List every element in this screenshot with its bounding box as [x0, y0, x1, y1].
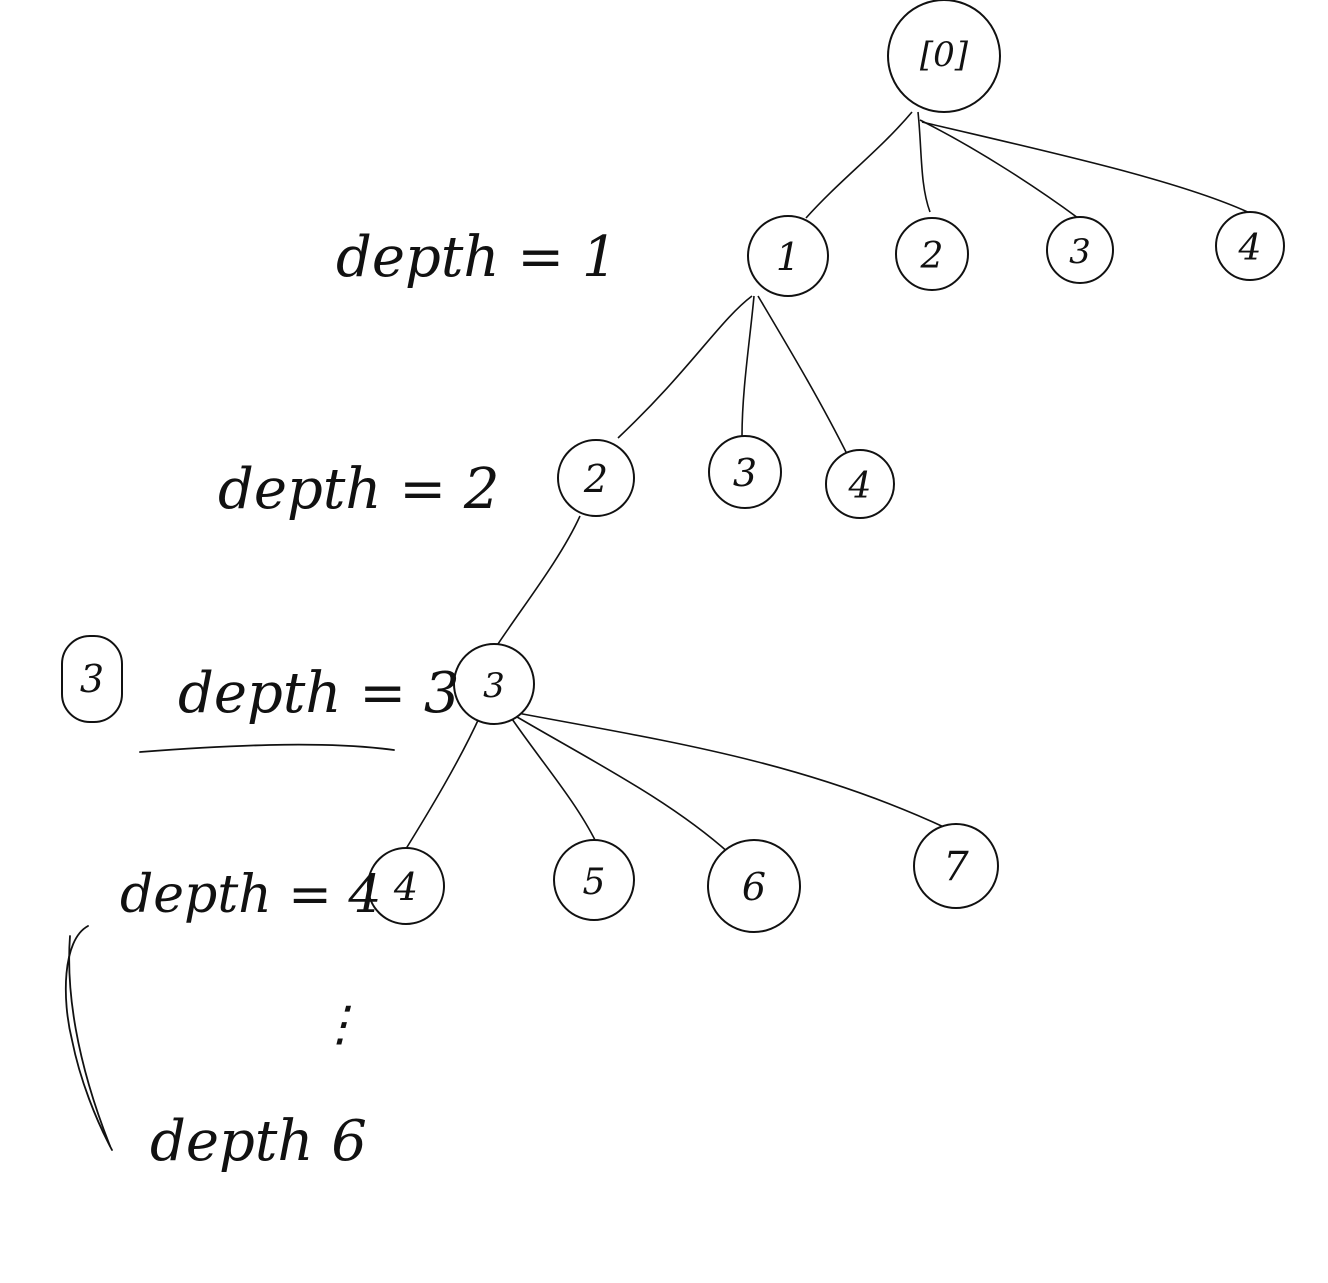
node-l4-5: 5: [553, 839, 635, 921]
side-marker: 3: [61, 635, 123, 723]
node-l2-4: 4: [825, 449, 895, 519]
node-l4-4: 4: [367, 847, 445, 925]
node-l4-4-label: 4: [393, 865, 418, 909]
edge-1-to-4: [757, 295, 849, 457]
node-l2-2: 2: [557, 439, 635, 517]
edge-3-to-5: [509, 715, 597, 843]
depth3-underline: [139, 743, 395, 753]
node-root-label: [0]: [920, 35, 969, 75]
node-l4-6: 6: [707, 839, 801, 933]
vertical-ellipsis: ⋮: [316, 996, 364, 1052]
edge-root-to-2: [917, 111, 931, 213]
node-l1-3: 3: [1046, 216, 1114, 284]
edge-3-to-7: [511, 711, 947, 829]
edge-root-to-4: [921, 121, 1253, 215]
edge-1-to-3: [741, 295, 755, 437]
edge-1-to-2: [617, 295, 753, 439]
node-l2-2-label: 2: [583, 457, 608, 501]
edge-3-to-4: [403, 715, 481, 853]
node-l4-7-label: 7: [943, 844, 969, 890]
edge-2-to-3: [493, 515, 581, 651]
depth-label-6: depth 6: [150, 1109, 367, 1174]
depth-label-2: depth = 2: [218, 457, 500, 522]
node-l1-2: 2: [895, 217, 969, 291]
node-l4-6-label: 6: [742, 865, 766, 909]
node-l1-4: 4: [1215, 211, 1285, 281]
edge-3-to-6: [511, 713, 731, 855]
depth-labels: depth = 1 depth = 2 depth = 3 depth = 4 …: [120, 225, 618, 1174]
depth-label-4: depth = 4: [120, 865, 381, 925]
node-l4-7: 7: [913, 823, 999, 909]
node-l3-3-label: 3: [483, 666, 505, 706]
node-l1-3-label: 3: [1069, 232, 1091, 272]
left-bracket: [64, 925, 113, 1151]
node-l1-4-label: 4: [1238, 228, 1262, 269]
node-root: [0]: [887, 0, 1001, 113]
node-l2-3-label: 3: [733, 451, 757, 495]
node-l1-2-label: 2: [920, 236, 944, 277]
left-bracket-inner: [68, 935, 111, 1147]
node-l2-3: 3: [708, 435, 782, 509]
node-l4-5-label: 5: [583, 862, 606, 903]
tree-nodes: [0] 1 2 3 4 2 3 4: [61, 0, 1285, 933]
node-l2-4-label: 4: [848, 466, 872, 507]
node-l1-1-label: 1: [776, 235, 800, 279]
node-l3-3: 3: [453, 643, 535, 725]
edge-root-to-3: [919, 119, 1079, 219]
tree-edges: [403, 111, 1253, 855]
depth-label-1: depth = 1: [336, 225, 618, 290]
edge-root-to-1: [805, 111, 913, 219]
depth-label-3: depth = 3: [178, 661, 460, 726]
side-marker-label: 3: [80, 657, 104, 701]
node-l1-1: 1: [747, 215, 829, 297]
